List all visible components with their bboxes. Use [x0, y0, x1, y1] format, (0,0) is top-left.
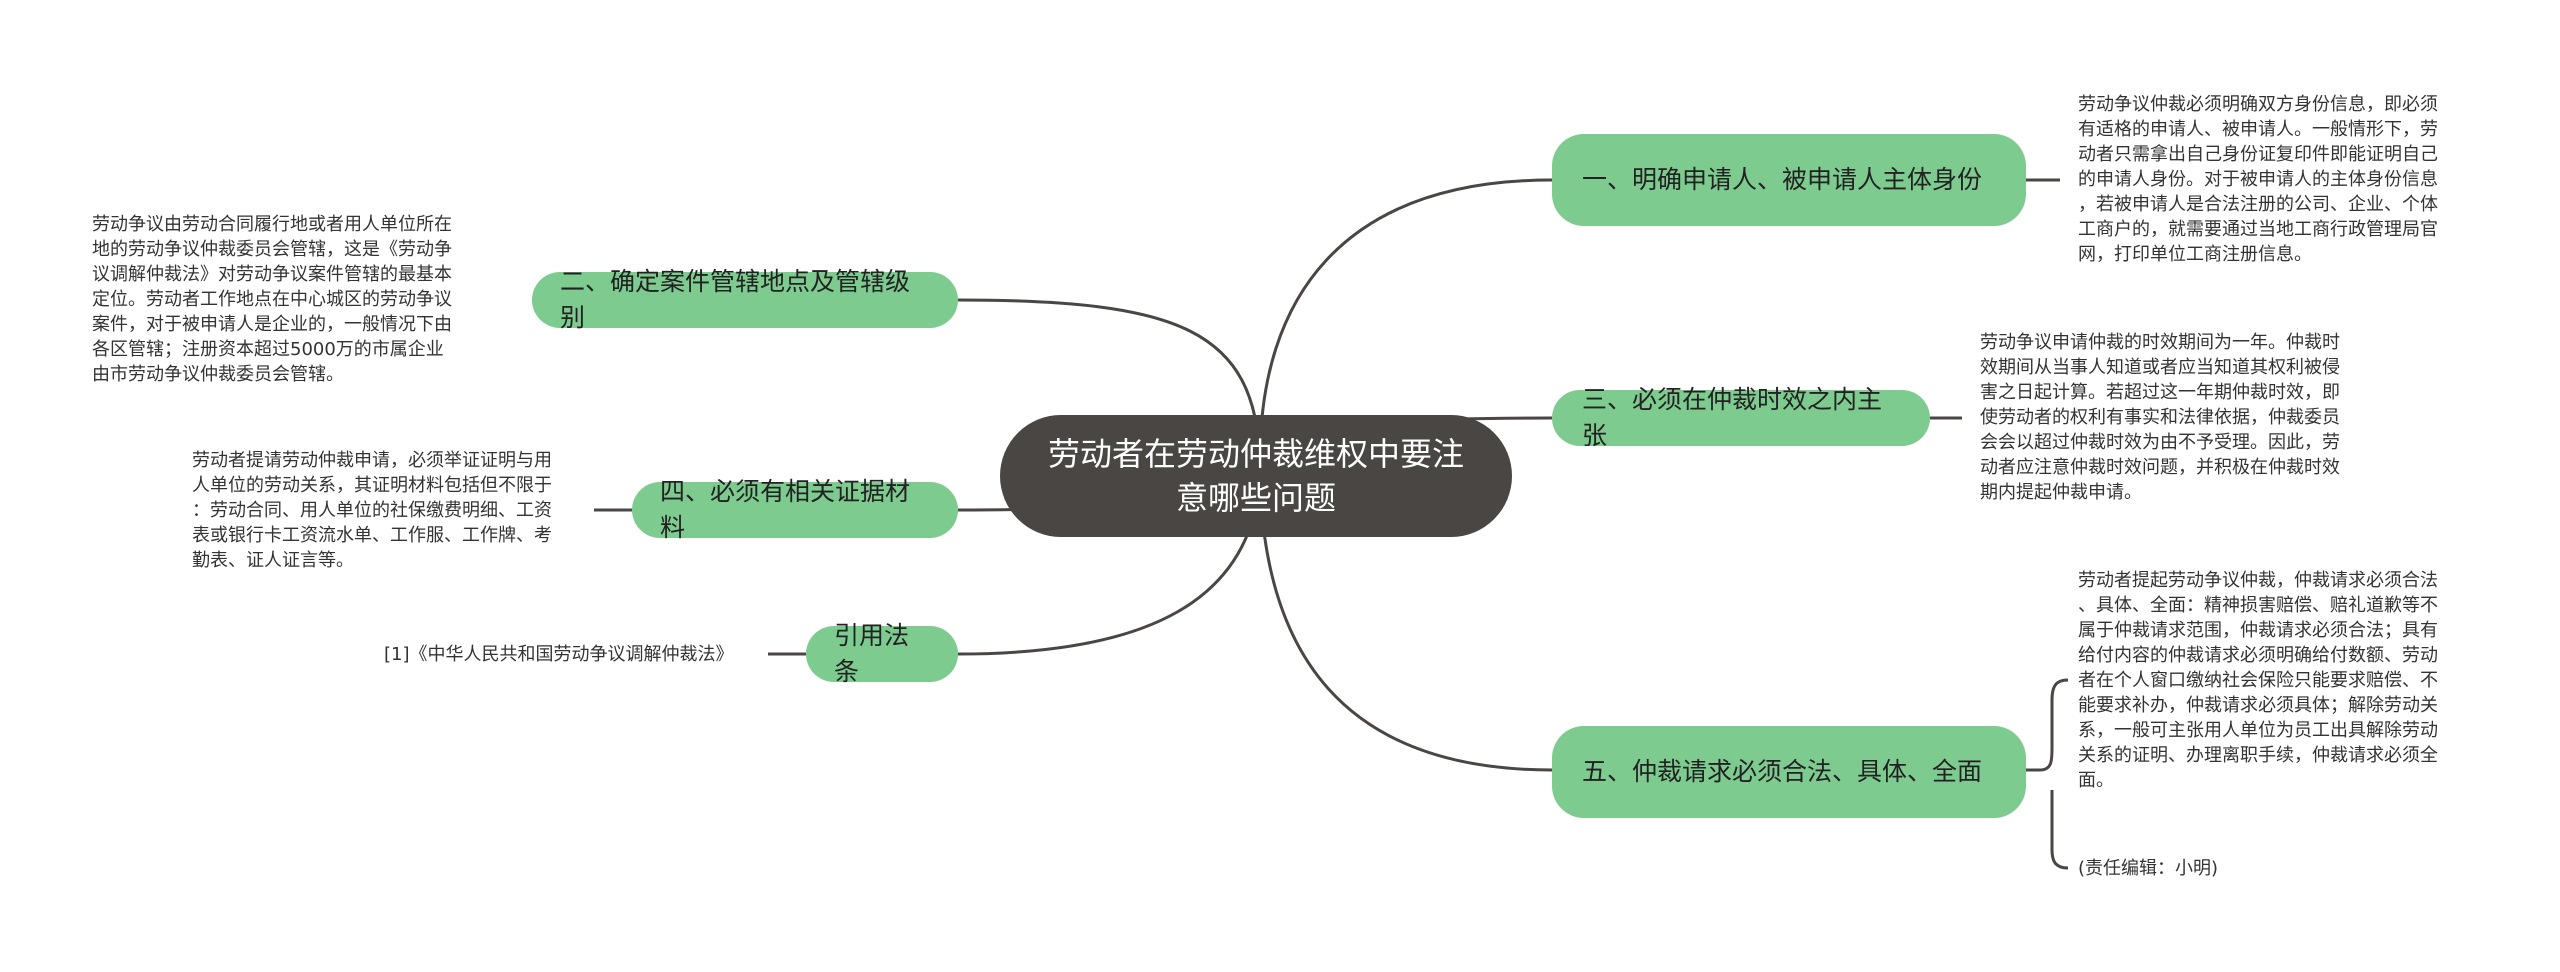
central-topic[interactable]: 劳动者在劳动仲裁维权中要注意哪些问题	[1000, 415, 1512, 537]
branch-5-detail: 劳动者提起劳动争议仲裁，仲裁请求必须合法 、具体、全面：精神损害赔偿、赔礼道歉等…	[2078, 570, 2438, 791]
branch-2-label: 二、确定案件管辖地点及管辖级别	[560, 267, 911, 332]
branch-3-label: 三、必须在仲裁时效之内主张	[1582, 385, 1883, 450]
branch-5-label: 五、仲裁请求必须合法、具体、全面	[1582, 757, 1983, 786]
branch-4-label: 四、必须有相关证据材料	[660, 477, 911, 542]
branch-6-detail: [1]《中华人民共和国劳动争议调解仲裁法》	[384, 644, 734, 665]
central-topic-label: 劳动者在劳动仲裁维权中要注意哪些问题	[1047, 435, 1464, 517]
branch-node-6[interactable]: 引用法条	[806, 621, 958, 686]
connector-root-b5	[1258, 479, 1553, 772]
branch-node-1[interactable]: 一、明确申请人、被申请人主体身份	[1552, 134, 2026, 226]
branch-5-editor: (责任编辑：小明)	[2078, 858, 2219, 879]
branch-4-detail: 劳动者提请劳动仲裁申请，必须举证证明与用 人单位的劳动关系，其证明材料包括但不限…	[192, 450, 552, 571]
branch-node-4[interactable]: 四、必须有相关证据材料	[632, 477, 958, 542]
branch-node-2[interactable]: 二、确定案件管辖地点及管辖级别	[532, 267, 958, 332]
connector-b5-bracket	[2026, 678, 2069, 870]
branch-node-3[interactable]: 三、必须在仲裁时效之内主张	[1552, 385, 1930, 450]
branch-1-label: 一、明确申请人、被申请人主体身份	[1582, 165, 1983, 194]
branch-node-5[interactable]: 五、仲裁请求必须合法、具体、全面	[1552, 726, 2026, 818]
connector-root-b1	[1258, 178, 1553, 461]
connector-root-b2	[957, 298, 1262, 461]
branch-6-label: 引用法条	[834, 621, 910, 686]
branch-3-detail: 劳动争议申请仲裁的时效期间为一年。仲裁时 效期间从当事人知道或者应当知道其权利被…	[1980, 332, 2340, 503]
branch-2-detail: 劳动争议由劳动合同履行地或者用人单位所在 地的劳动争议仲裁委员会管辖，这是《劳动…	[92, 214, 452, 385]
branch-1-detail: 劳动争议仲裁必须明确双方身份信息，即必须 有适格的申请人、被申请人。一般情形下，…	[2078, 94, 2438, 265]
